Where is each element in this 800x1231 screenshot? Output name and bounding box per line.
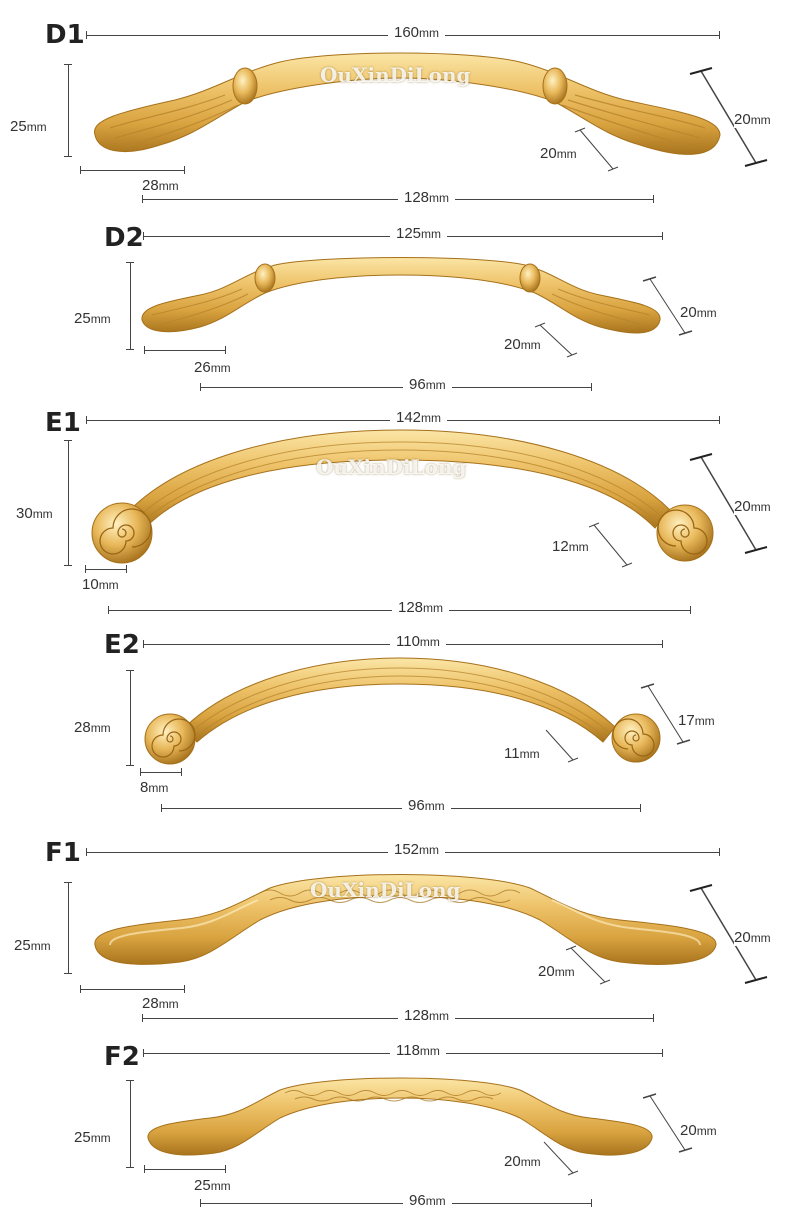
- center-distance-label: 96mm: [403, 1193, 452, 1209]
- end-width-label: 8mm: [140, 779, 169, 796]
- handle-f1: F1 152mm 25mm OuXinDiLong 20mm 20mm 28mm…: [0, 820, 800, 1030]
- center-distance-label: 96mm: [403, 377, 452, 393]
- depth-label: 20mm: [734, 111, 771, 128]
- height-line: [130, 670, 131, 766]
- bar-label: 20mm: [538, 963, 575, 980]
- center-distance-label: 96mm: [402, 798, 451, 814]
- bar-label: 20mm: [504, 1153, 541, 1170]
- handle-image: [94, 52, 721, 155]
- model-label: D1: [45, 20, 85, 50]
- height-line: [130, 262, 131, 350]
- bar-label: 11mm: [504, 745, 540, 762]
- depth-indicator: [574, 67, 768, 172]
- total-length-label: 152mm: [388, 842, 446, 858]
- model-label: D2: [104, 223, 144, 253]
- model-label: F1: [45, 838, 81, 868]
- center-distance-line: [200, 1203, 592, 1204]
- end-width-line: [85, 569, 127, 570]
- handle-image: [141, 257, 661, 334]
- end-width-line: [144, 350, 226, 351]
- model-label: E2: [104, 630, 140, 660]
- center-distance-label: 128mm: [398, 190, 456, 206]
- bar-label: 20mm: [540, 145, 577, 162]
- height-line: [68, 64, 69, 157]
- height-label: 25mm: [14, 937, 51, 954]
- depth-label: 17mm: [678, 712, 715, 729]
- center-distance-line: [200, 387, 592, 388]
- height-line: [68, 440, 69, 566]
- end-width-line: [80, 989, 184, 990]
- total-length-label: 160mm: [388, 25, 446, 41]
- handle-f2: F2 118mm 25mm 20mm 20mm 25mm 96mm: [0, 1030, 800, 1231]
- handle-image: [144, 657, 661, 765]
- height-label: 25mm: [10, 118, 47, 135]
- height-line: [130, 1080, 131, 1168]
- center-distance-label: 128mm: [392, 600, 450, 616]
- watermark: OuXinDiLong: [316, 455, 467, 479]
- bar-label: 20mm: [504, 336, 541, 353]
- center-distance-line: [161, 808, 641, 809]
- end-width-label: 25mm: [194, 1177, 231, 1194]
- height-label: 28mm: [74, 719, 111, 736]
- height-line: [68, 882, 69, 974]
- total-length-label: 142mm: [390, 410, 448, 426]
- end-width-line: [80, 170, 184, 171]
- end-width-line: [140, 772, 182, 773]
- end-width-label: 28mm: [142, 177, 179, 194]
- end-width-line: [144, 1169, 226, 1170]
- total-length-label: 118mm: [390, 1043, 446, 1059]
- depth-indicator: [543, 1093, 693, 1176]
- handle-image: [91, 429, 714, 564]
- depth-indicator: [534, 276, 693, 358]
- height-label: 25mm: [74, 310, 111, 327]
- depth-label: 20mm: [734, 929, 771, 946]
- depth-label: 20mm: [734, 498, 771, 515]
- watermark: OuXinDiLong: [320, 63, 471, 87]
- center-distance-label: 128mm: [398, 1008, 456, 1024]
- handle-e2: E2 110mm 28mm 17mm 11mm 8mm 96mm: [0, 622, 800, 820]
- end-width-label: 10mm: [82, 576, 119, 593]
- watermark: OuXinDiLong: [310, 878, 461, 902]
- total-length-label: 110mm: [390, 634, 446, 650]
- height-label: 25mm: [74, 1129, 111, 1146]
- depth-indicator: [545, 683, 691, 763]
- depth-label: 20mm: [680, 1122, 717, 1139]
- height-label: 30mm: [16, 505, 53, 522]
- bar-label: 12mm: [552, 538, 589, 555]
- depth-indicator: [588, 453, 768, 568]
- end-width-label: 28mm: [142, 995, 179, 1012]
- handle-image: [94, 874, 717, 965]
- handle-d1: D1 160mm 25mm OuXinDiLong 20mm 20mm 28mm: [0, 0, 800, 206]
- depth-indicator: [565, 884, 768, 985]
- model-label: E1: [45, 408, 81, 438]
- total-length-label: 125mm: [390, 226, 448, 242]
- end-width-label: 26mm: [194, 359, 231, 376]
- handle-image: [147, 1077, 653, 1156]
- depth-label: 20mm: [680, 304, 717, 321]
- model-label: F2: [104, 1042, 140, 1072]
- handle-e1: E1 142mm 30mm OuXinDiLong 20mm 12mm 10mm…: [0, 400, 800, 622]
- handle-d2: D2 125mm 25mm 20mm 20mm 26mm 96mm: [0, 205, 800, 400]
